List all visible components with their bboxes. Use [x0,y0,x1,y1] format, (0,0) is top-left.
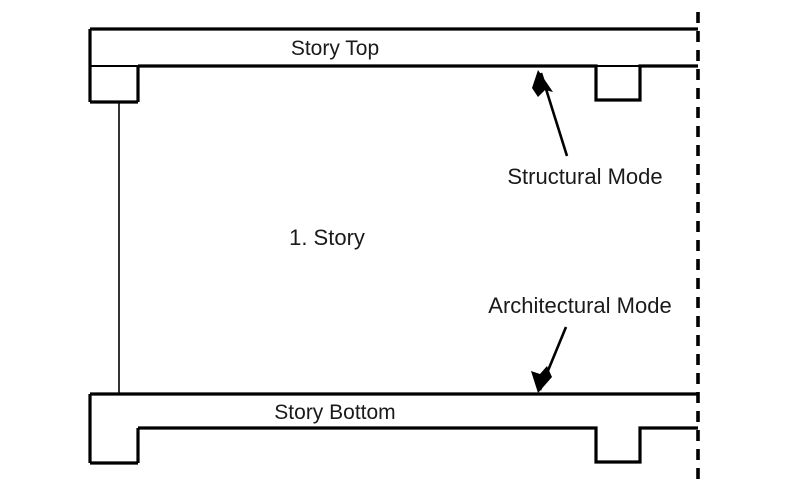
story-top-assembly [88,27,698,104]
story-center-label: 1. Story [289,225,365,250]
architectural-mode-leader [531,326,568,393]
structural-mode-label: Structural Mode [507,164,662,189]
story-bottom-assembly [88,392,698,465]
structural-mode-arrowhead [532,70,553,97]
story-top-label: Story Top [291,37,379,60]
structural-mode-leader [532,70,569,157]
architectural-mode-arrowhead [531,366,552,393]
architectural-mode-label: Architectural Mode [488,293,671,318]
story-bottom-label: Story Bottom [274,401,395,424]
